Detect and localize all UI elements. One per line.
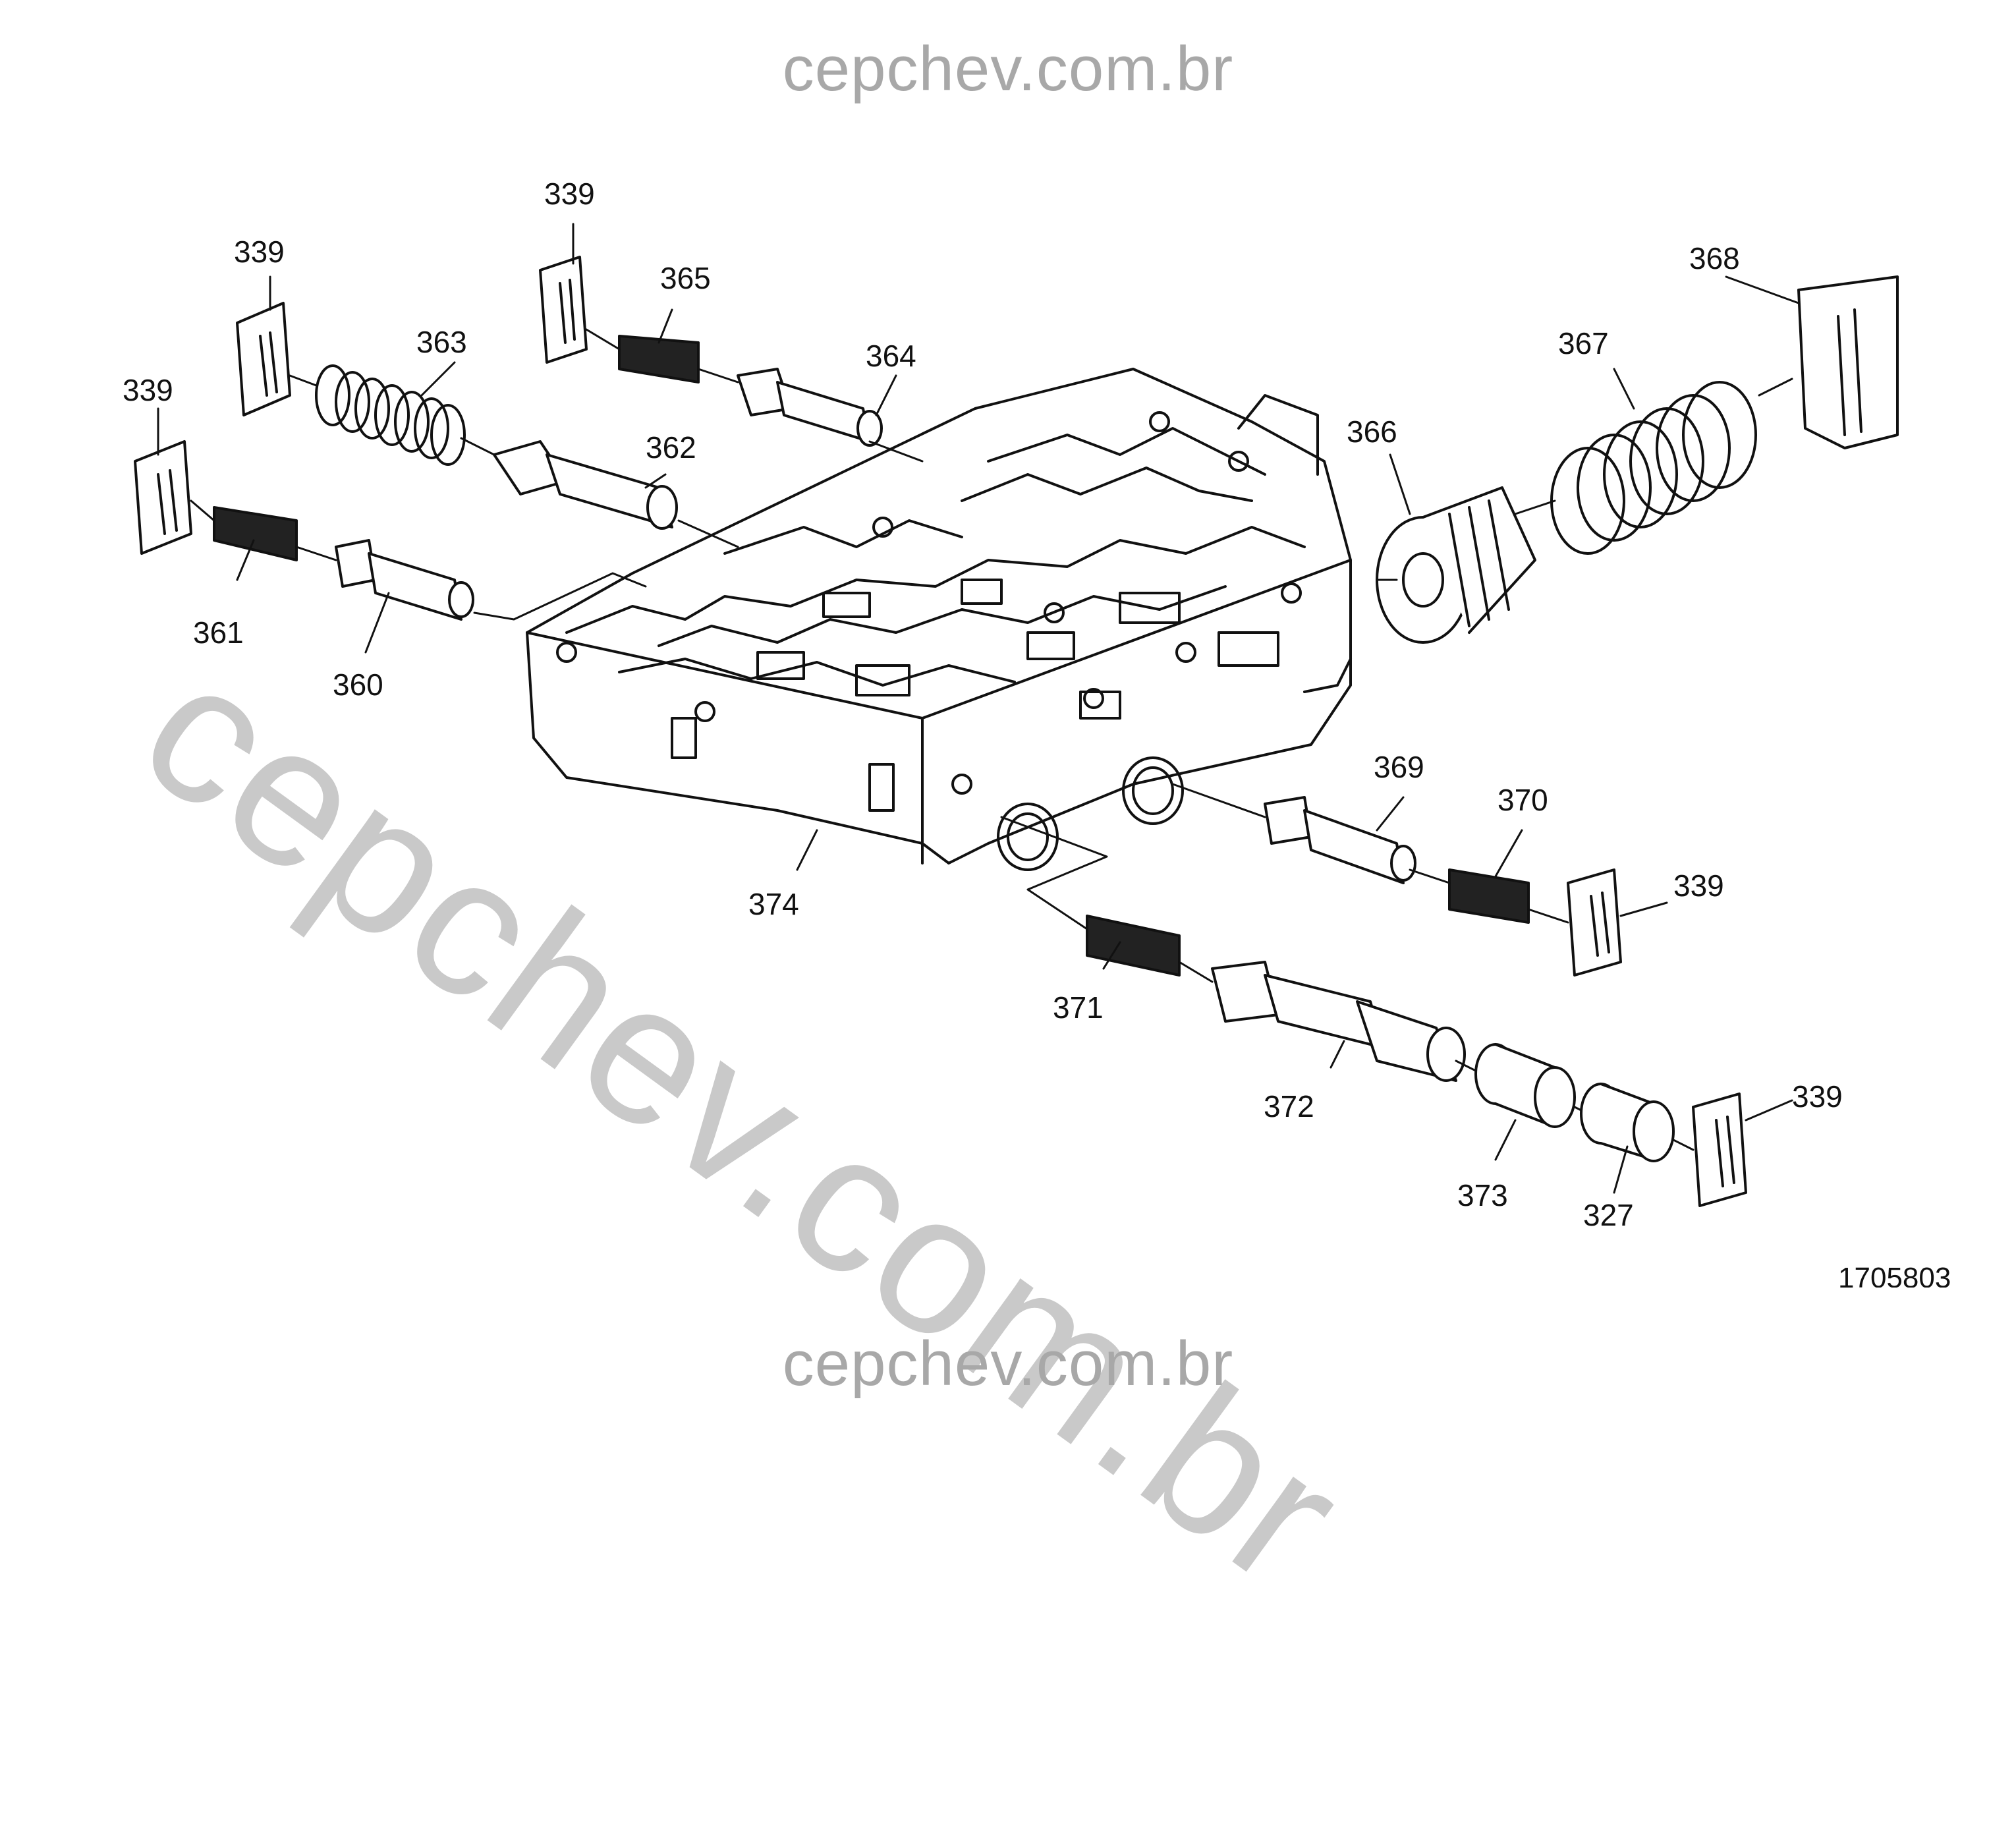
callout-339: 339 bbox=[1673, 868, 1724, 903]
callout-370: 370 bbox=[1498, 783, 1548, 817]
clip-339-top-center bbox=[539, 256, 588, 364]
retainer-368 bbox=[1797, 275, 1899, 449]
callout-366: 366 bbox=[1347, 414, 1397, 449]
figure-code: 1705803 bbox=[1838, 1264, 1951, 1288]
callout-367: 367 bbox=[1558, 326, 1609, 360]
valve-369 bbox=[1264, 796, 1416, 884]
callout-339: 339 bbox=[234, 235, 285, 269]
spring-371 bbox=[1086, 915, 1181, 977]
callout-339: 339 bbox=[123, 373, 173, 407]
spring-363 bbox=[315, 364, 466, 466]
plug-327 bbox=[1580, 1083, 1675, 1162]
callout-339: 339 bbox=[1792, 1079, 1843, 1114]
watermark-bottom: cepchev.com.br bbox=[782, 1328, 1234, 1399]
valve-372 bbox=[1211, 961, 1466, 1082]
callout-372: 372 bbox=[1264, 1089, 1314, 1123]
callout-leaders bbox=[157, 223, 1800, 1194]
callout-365: 365 bbox=[660, 261, 711, 295]
clip-339-top-left bbox=[236, 302, 291, 416]
callout-327: 327 bbox=[1583, 1198, 1634, 1232]
valve-body-374 bbox=[526, 368, 1352, 871]
callout-339: 339 bbox=[544, 177, 595, 211]
diagram-canvas: cepchev.com.br bbox=[105, 34, 1951, 1628]
callout-362: 362 bbox=[646, 430, 696, 465]
valve-362 bbox=[493, 440, 678, 530]
assembly-axes bbox=[190, 328, 1793, 1151]
spring-370 bbox=[1448, 868, 1530, 924]
callout-361: 361 bbox=[193, 615, 244, 650]
callout-364: 364 bbox=[866, 339, 916, 373]
clip-339-right bbox=[1567, 868, 1622, 977]
callout-360: 360 bbox=[333, 667, 383, 702]
exploded-view-drawing: 339 339 339 339 339 360 361 362 363 364 … bbox=[123, 177, 1899, 1232]
spring-361 bbox=[213, 506, 298, 561]
spring-365 bbox=[618, 335, 700, 383]
plug-366 bbox=[1376, 486, 1536, 644]
valve-364 bbox=[737, 368, 883, 447]
callout-371: 371 bbox=[1053, 990, 1104, 1025]
spring-367 bbox=[1550, 381, 1757, 555]
callout-368: 368 bbox=[1689, 241, 1740, 275]
callout-373: 373 bbox=[1457, 1178, 1508, 1212]
clip-339-bottom-right bbox=[1692, 1092, 1747, 1207]
callout-369: 369 bbox=[1374, 750, 1424, 784]
callout-labels: 339 339 339 339 339 360 361 362 363 364 … bbox=[123, 177, 1843, 1232]
callout-374: 374 bbox=[748, 887, 799, 921]
clip-339-left bbox=[134, 440, 192, 555]
valve-360 bbox=[335, 539, 474, 621]
watermark-top: cepchev.com.br bbox=[782, 34, 1234, 104]
callout-363: 363 bbox=[416, 325, 467, 359]
sleeve-373 bbox=[1474, 1043, 1576, 1128]
